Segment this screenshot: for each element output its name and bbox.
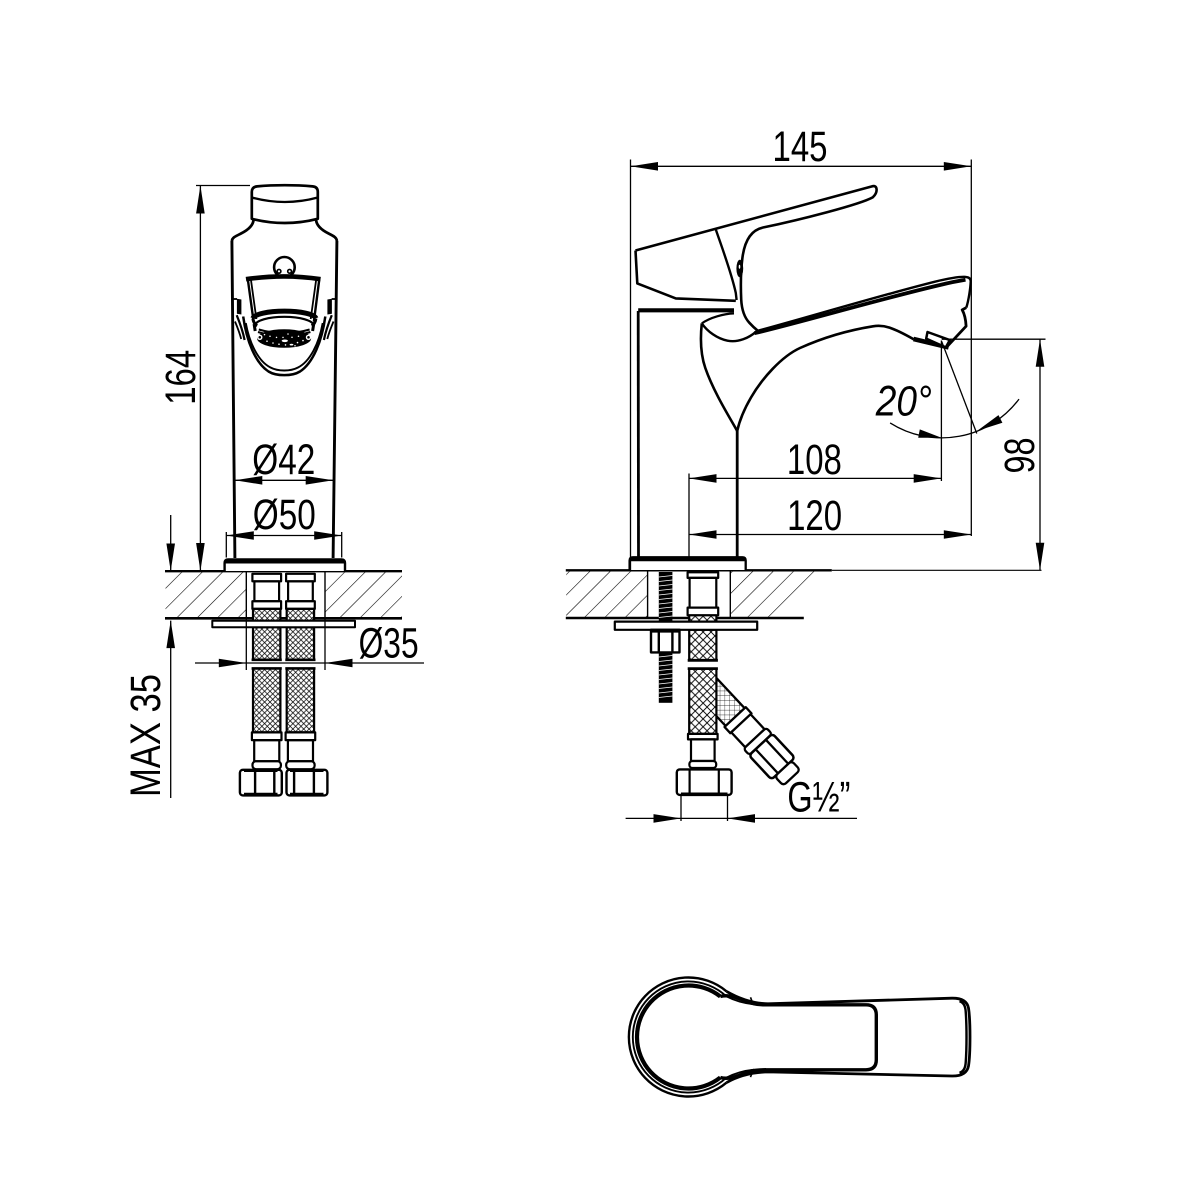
svg-text:Ø50: Ø50 xyxy=(253,491,316,539)
svg-text:MAX 35: MAX 35 xyxy=(122,674,170,797)
svg-text:Ø42: Ø42 xyxy=(252,436,315,484)
svg-text:145: 145 xyxy=(773,123,828,171)
svg-text:108: 108 xyxy=(787,436,842,484)
svg-text:164: 164 xyxy=(157,350,205,405)
svg-text:98: 98 xyxy=(996,438,1044,474)
svg-text:G½”: G½” xyxy=(787,774,850,822)
svg-text:20°: 20° xyxy=(875,378,932,426)
svg-text:120: 120 xyxy=(787,492,842,540)
svg-text:Ø35: Ø35 xyxy=(359,620,419,668)
